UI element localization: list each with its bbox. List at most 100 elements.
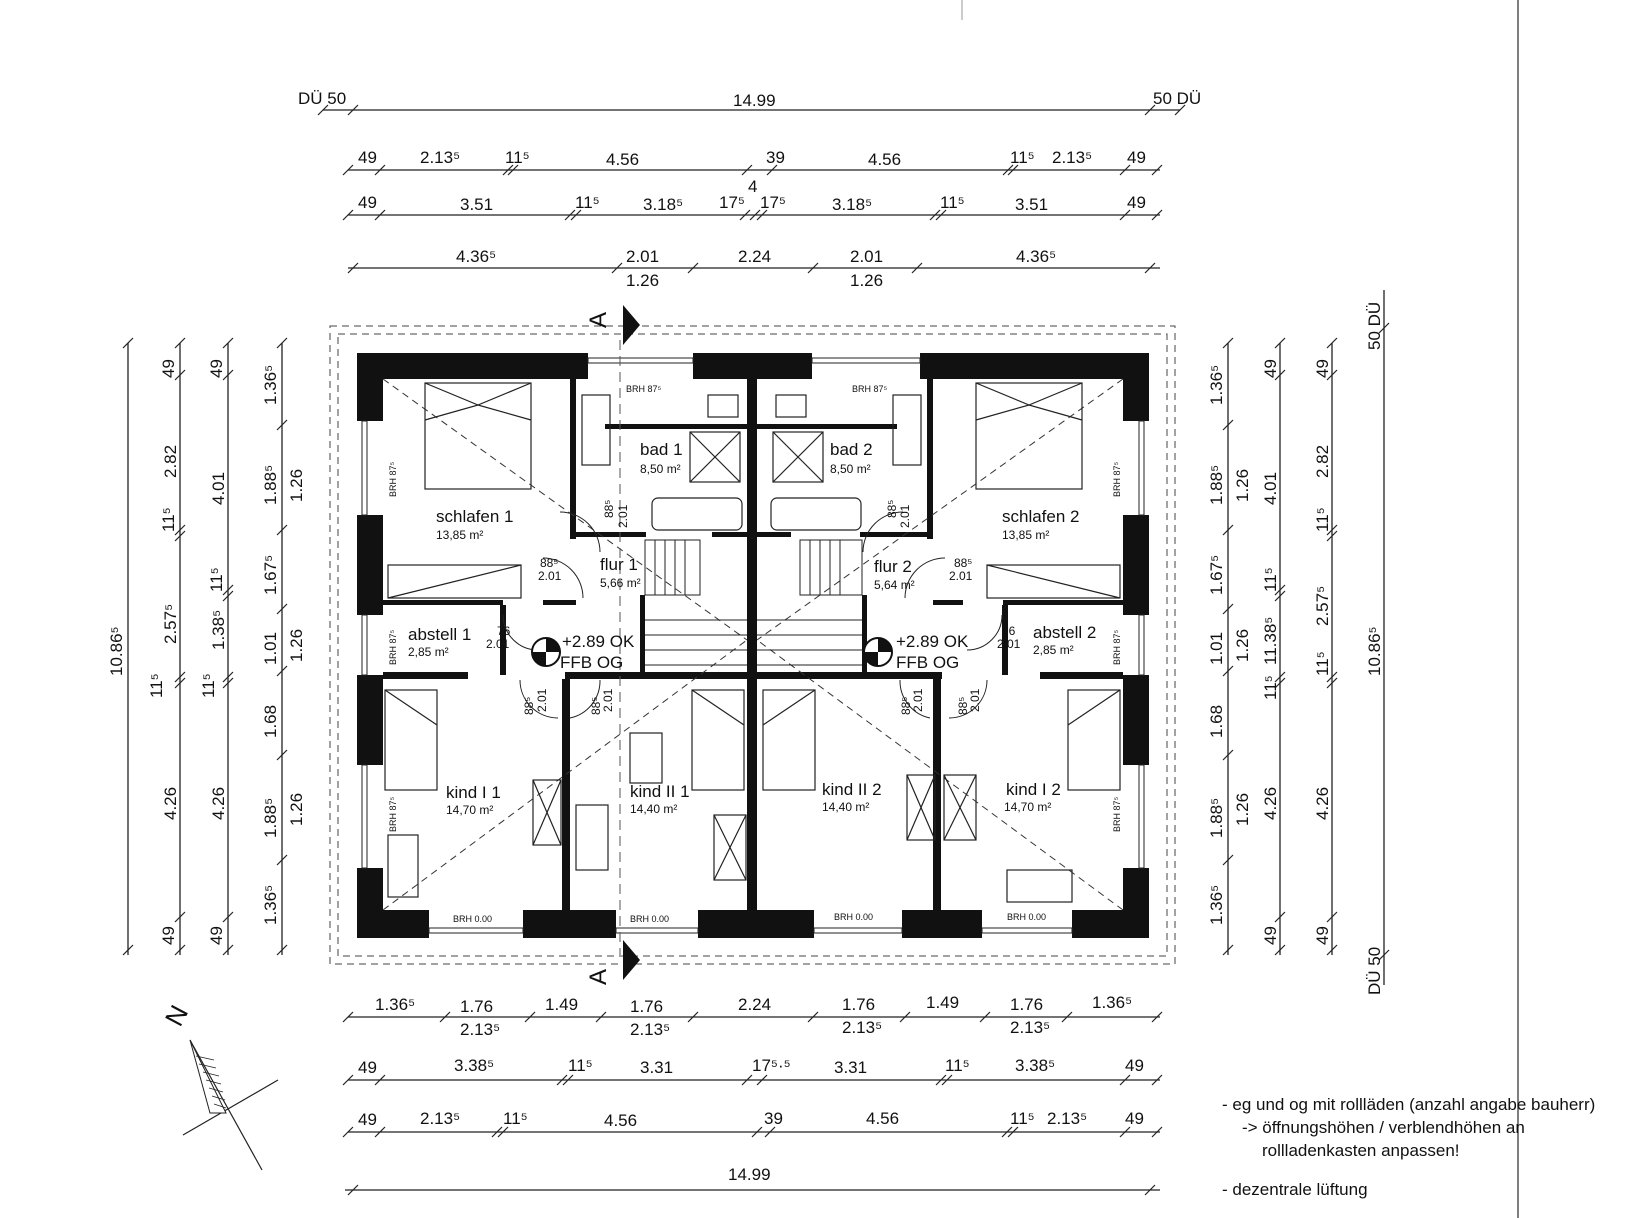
dim-text: 1.76 (1010, 995, 1043, 1014)
north-label: N (159, 1000, 194, 1031)
note-line: - eg und og mit rollläden (anzahl angabe… (1222, 1095, 1596, 1114)
level-height: +2.89 OK (896, 632, 969, 651)
dim-text: 1.68 (1207, 705, 1226, 738)
dim-text: 2.13⁵ (842, 1018, 882, 1037)
dim-text: 2.82 (161, 445, 180, 478)
door-width: 88⁵ (899, 697, 913, 715)
room-labels: schlafen 1 13,85 m² bad 1 8,50 m² flur 1… (408, 440, 1096, 817)
room-area: 8,50 m² (830, 462, 871, 476)
right-dimension-chain: 1.36⁵ 1.88⁵ 1.67⁵ 1.01 1.68 1.88⁵ 1.36⁵ … (1207, 290, 1390, 995)
dim-text: 3.38⁵ (454, 1056, 494, 1075)
dim-text: 49 (1125, 1056, 1144, 1075)
dim-text: 49 (1313, 926, 1332, 945)
dim-text: 2.57⁵ (1313, 586, 1332, 626)
dim-text: 4.56 (866, 1109, 899, 1128)
dim-text: 1.26 (850, 271, 883, 290)
room-name: flur 2 (874, 557, 912, 576)
dim-text: 4.01 (1261, 472, 1280, 505)
dim-text: 3.51 (1015, 195, 1048, 214)
dim-text: 1.01 (261, 632, 280, 665)
door-height: 2.01 (616, 504, 630, 528)
door-width: 88⁵ (885, 500, 899, 518)
brh-label: BRH 87⁵ (388, 796, 398, 832)
room-name: flur 1 (600, 555, 638, 574)
dim-text: 1.88⁵ (1207, 798, 1226, 838)
left-dimension-chain: 10.86⁵ 49 2.82 11⁵ 2.57⁵ 11⁵ 4.26 49 49 … (107, 337, 306, 956)
door-width: 88⁵ (954, 556, 972, 570)
dim-text: 1.76 (842, 995, 875, 1014)
dim-text: 3.38⁵ (1015, 1056, 1055, 1075)
room-area: 5,64 m² (874, 578, 915, 592)
dim-text: 11⁵ (575, 193, 600, 212)
dim-right-total: 10.86⁵ (1365, 626, 1384, 676)
dim-text: 4.56 (868, 150, 901, 169)
door-height: 2.01 (911, 688, 925, 712)
door-width: 88⁵ (540, 556, 558, 570)
dim-text: 1.36⁵ (261, 885, 280, 925)
dim-bottom-total: 14.99 (728, 1165, 771, 1184)
brh-label: BRH 87⁵ (626, 384, 662, 394)
dim-text: 3.18⁵ (643, 195, 683, 214)
door-width: 88⁵ (522, 697, 536, 715)
dim-text: 11⁵ (1010, 148, 1035, 167)
dim-text: 17⁵ (760, 193, 786, 212)
dim-text: 2.01 (626, 247, 659, 266)
dim-text: 1.26 (1233, 793, 1252, 826)
room-name: abstell 1 (408, 625, 471, 644)
level-floor: FFB OG (896, 653, 959, 672)
dim-text: 4.26 (209, 787, 228, 820)
dim-text: 1.36⁵ (375, 995, 415, 1014)
brh-label: BRH 87⁵ (388, 629, 398, 665)
dim-right-overhang-bottom: DÜ 50 (1365, 947, 1384, 995)
dim-text: 1.76 (630, 997, 663, 1016)
dim-text: 4 (748, 177, 757, 196)
door-width: 88⁵ (956, 697, 970, 715)
note-line: - dezentrale lüftung (1222, 1180, 1368, 1199)
door-height: 2.01 (898, 504, 912, 528)
brh-label: BRH 0.00 (1007, 912, 1046, 922)
brh-label: BRH 0.00 (453, 914, 492, 924)
room-area: 2,85 m² (408, 645, 449, 659)
dim-text: 4.36⁵ (456, 247, 496, 266)
door-labels: 88⁵ 2.01 88⁵ 2.01 88⁵ 2.01 88⁵ 2.01 76 2… (486, 500, 1021, 715)
room-area: 8,50 m² (640, 462, 681, 476)
dim-text: 1.76 (460, 997, 493, 1016)
bottom-dimension-chain: 1.36⁵ 1.76 2.13⁵ 1.49 1.76 2.13⁵ 2.24 1.… (342, 993, 1163, 1196)
room-name: kind II 2 (822, 780, 882, 799)
dim-text: 49 (159, 926, 178, 945)
dim-left-total: 10.86⁵ (107, 626, 126, 676)
door-height: 2.01 (997, 637, 1021, 651)
notes-block: - eg und og mit rollläden (anzahl angabe… (1222, 1093, 1595, 1201)
dim-text: 49 (1125, 1109, 1144, 1128)
dim-text: 2.13⁵ (460, 1020, 500, 1039)
brh-label: BRH 87⁵ (852, 384, 888, 394)
dim-text: 2.01 (850, 247, 883, 266)
dim-text: 11⁵ (503, 1109, 528, 1128)
room-area: 13,85 m² (436, 528, 483, 542)
brh-label: BRH 87⁵ (1112, 461, 1122, 497)
level-marker-right: +2.89 OK FFB OG (863, 632, 969, 672)
dim-text: 2.24 (738, 995, 771, 1014)
dim-text: 1.36⁵ (1207, 365, 1226, 405)
dim-text: 11⁵ (199, 673, 218, 698)
dim-text: 1.49 (545, 995, 578, 1014)
dim-text: 4.26 (161, 787, 180, 820)
note-line: rollladenkasten anpassen! (1262, 1141, 1460, 1160)
dim-text: 11⁵ (1010, 1109, 1035, 1128)
door-height: 2.01 (968, 688, 982, 712)
dim-text: 11⁵ (1313, 651, 1332, 676)
door-width: 88⁵ (589, 697, 603, 715)
dim-text: 11⁵ (505, 148, 530, 167)
door-height: 2.01 (949, 569, 973, 583)
dim-text: 4.01 (209, 472, 228, 505)
dim-text: 49 (1127, 193, 1146, 212)
dim-text: 2.13⁵ (1047, 1109, 1087, 1128)
section-label: A (585, 969, 612, 985)
room-name: schlafen 2 (1002, 507, 1080, 526)
roof-diagonals (382, 378, 1124, 911)
dim-text: 49 (1261, 926, 1280, 945)
dim-text: 11.38⁵ (1261, 617, 1280, 665)
dim-text: 17⁵ (719, 193, 745, 212)
section-marker-bottom: A (585, 940, 640, 985)
